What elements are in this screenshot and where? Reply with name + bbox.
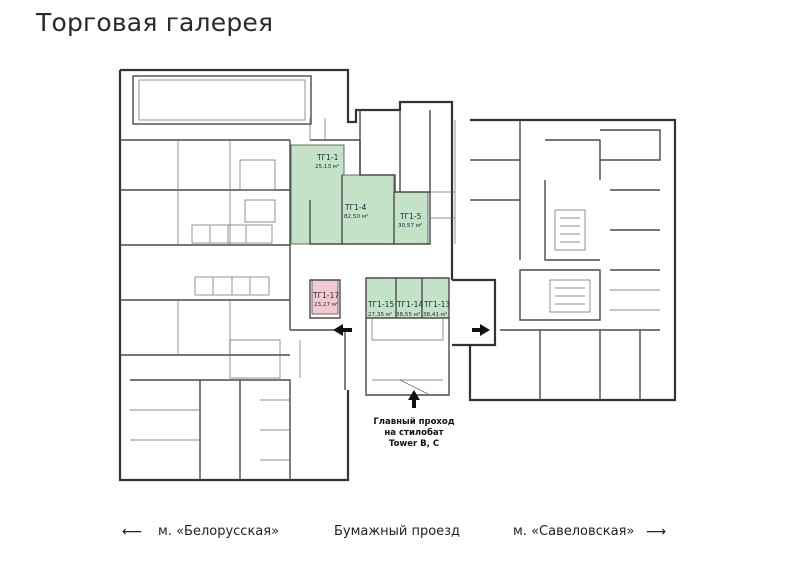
unit-tg1-15-label: ТГ1-15 xyxy=(367,300,394,309)
entrance-caption-line-3: Tower B, C xyxy=(389,439,439,449)
arrow-up-entry-icon xyxy=(408,390,420,408)
unit-tg1-5-label: ТГ1-5 xyxy=(399,212,422,221)
unit-tg1-15-area: 27,35 м² xyxy=(368,311,392,318)
street-orientation-bar: ⟵ м. «Белорусская» Бумажный проезд м. «С… xyxy=(116,522,686,544)
entry-arrows xyxy=(333,324,490,408)
right-station-label: м. «Савеловская» xyxy=(513,524,635,539)
entrance-caption-line-1: Главный проход xyxy=(373,417,454,427)
unit-tg1-17-label: ТГ1-17 xyxy=(312,291,339,300)
unit-labels: ТГ1-1 25,13 м² ТГ1-4 82,50 м² ТГ1-5 30,5… xyxy=(312,153,450,318)
page-title: Торговая галерея xyxy=(36,8,274,37)
unit-tg1-14-area: 38,55 м² xyxy=(396,311,420,318)
unit-tg1-14-label: ТГ1-14 xyxy=(396,300,423,309)
unit-tg1-4-label: ТГ1-4 xyxy=(344,203,367,212)
unit-tg1-13-label: ТГ1-13 xyxy=(423,300,450,309)
unit-tg1-1-label: ТГ1-1 xyxy=(316,153,339,162)
unit-tg1-17-area: 23,27 м² xyxy=(314,301,338,308)
street-label: Бумажный проезд xyxy=(334,524,461,539)
arrow-right-entry-icon xyxy=(472,324,490,336)
floor-plan: ТГ1-1 25,13 м² ТГ1-4 82,50 м² ТГ1-5 30,5… xyxy=(118,68,677,482)
arrow-left-icon: ⟵ xyxy=(122,524,143,540)
arrow-right-icon: ⟶ xyxy=(646,524,667,540)
unit-tg1-1-fill xyxy=(290,144,345,245)
entrance-caption: Главный проход на стилобат Tower B, C xyxy=(373,417,454,449)
unit-fills xyxy=(290,144,450,319)
central-block-walls xyxy=(309,110,497,396)
unit-tg1-5-area: 30,57 м² xyxy=(398,222,422,229)
unit-tg1-5-fill xyxy=(393,191,429,245)
left-station-label: м. «Белорусская» xyxy=(158,524,280,539)
right-block-walls xyxy=(468,118,677,402)
unit-tg1-17-fill xyxy=(311,279,339,315)
entrance-caption-line-2: на стилобат xyxy=(384,427,443,438)
arrow-left-entry-icon xyxy=(333,324,352,336)
unit-tg1-4-area: 82,50 м² xyxy=(344,213,368,220)
unit-tg1-1-area: 25,13 м² xyxy=(315,163,339,170)
unit-tg1-13-area: 38,41 м² xyxy=(423,311,447,318)
